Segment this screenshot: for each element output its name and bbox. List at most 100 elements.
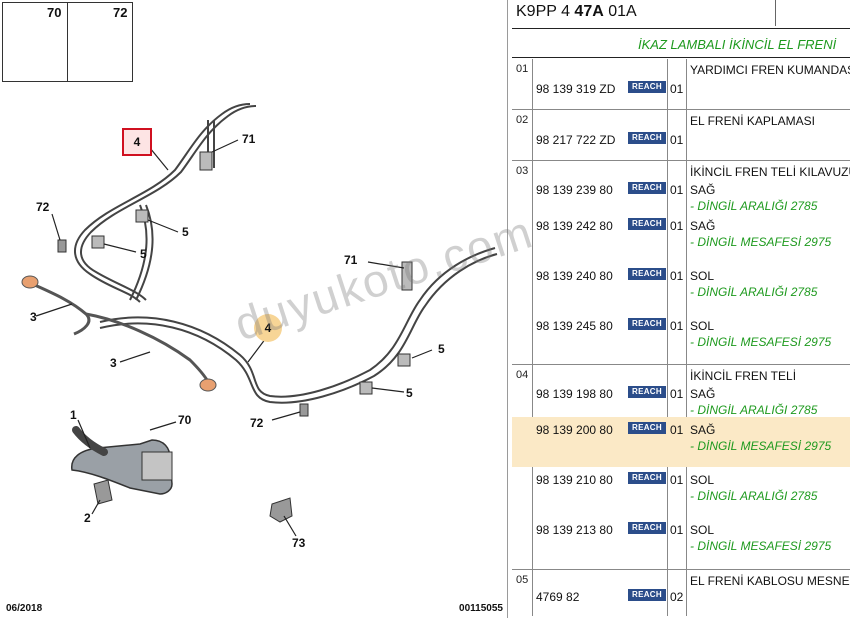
callout-72[interactable]: 72 <box>36 200 50 214</box>
lever-cover-icon[interactable] <box>93 479 113 505</box>
part-row[interactable]: 98 139 198 80 REACH 01 SAĞ - DİNGİL ARAL… <box>512 381 850 417</box>
part-row[interactable]: 98 139 240 80 REACH 01 SOL - DİNGİL ARAL… <box>512 263 850 313</box>
side: SOL <box>690 523 715 537</box>
quantity: 01 <box>670 423 684 437</box>
part-row[interactable]: 98 139 239 80 REACH 01 SAĞ - DİNGİL ARAL… <box>512 177 850 213</box>
part-number[interactable]: 98 139 198 80 <box>536 387 613 401</box>
part-group-02: 02 EL FRENİ KAPLAMASI 98 217 722 ZD REAC… <box>512 110 850 161</box>
side: SAĞ <box>690 219 716 233</box>
side: SAĞ <box>690 423 716 437</box>
part-number[interactable]: 98 139 239 80 <box>536 183 613 197</box>
callout-1[interactable]: 1 <box>70 408 77 422</box>
group-title[interactable]: EL FRENİ KAPLAMASI <box>690 114 815 128</box>
part-group-03: 03 İKİNCİL FREN TELİ KILAVUZU 98 139 239… <box>512 161 850 365</box>
part-number[interactable]: 4769 82 <box>536 590 580 604</box>
callout-5[interactable]: 5 <box>182 225 189 239</box>
part-row[interactable]: 98 217 722 ZD REACH 01 <box>512 130 850 154</box>
part-row[interactable]: 4769 82 REACH 02 <box>512 584 850 614</box>
secondary-cable-lower[interactable] <box>99 247 498 404</box>
part-row[interactable]: 98 139 319 ZD REACH 01 <box>512 79 850 103</box>
part-group-05: 05 EL FRENİ KABLOSU MESNEDİ 4769 82 REAC… <box>512 570 850 616</box>
part-number[interactable]: 98 139 210 80 <box>536 473 613 487</box>
callout-72[interactable]: 72 <box>250 416 264 430</box>
axle-note: - DİNGİL MESAFESİ 2975 <box>690 539 832 553</box>
support-icon[interactable] <box>269 497 293 523</box>
parts-table: 01 YARDIMCI FREN KUMANDASI 98 139 319 ZD… <box>512 59 850 616</box>
quantity: 01 <box>670 183 684 197</box>
part-row[interactable]: 98 139 242 80 REACH 01 SAĞ - DİNGİL MESA… <box>512 213 850 263</box>
side: SAĞ <box>690 183 716 197</box>
reach-badge: REACH <box>628 268 666 280</box>
code-suffix: 01A <box>603 3 637 20</box>
panel-title: İKAZ LAMBALI İKİNCİL EL FRENİ <box>512 28 850 58</box>
axle-note: - DİNGİL MESAFESİ 2975 <box>690 235 832 249</box>
callout-4-selected[interactable]: 4 <box>122 128 152 156</box>
part-number[interactable]: 98 139 245 80 <box>536 319 613 333</box>
part-row[interactable]: 98 139 245 80 REACH 01 SOL - DİNGİL MESA… <box>512 313 850 363</box>
callout-5[interactable]: 5 <box>438 342 445 356</box>
axle-note: - DİNGİL ARALIĞI 2785 <box>690 403 818 417</box>
quantity: 01 <box>670 219 684 233</box>
callout-71[interactable]: 71 <box>242 132 256 146</box>
part-number[interactable]: 98 139 200 80 <box>536 423 613 437</box>
group-number: 01 <box>516 63 529 75</box>
reach-badge: REACH <box>628 472 666 484</box>
part-row-highlighted[interactable]: 98 139 200 80 REACH 01 SAĞ - DİNGİL MESA… <box>512 417 850 467</box>
callout-3[interactable]: 3 <box>30 310 37 324</box>
callout-2[interactable]: 2 <box>84 511 91 525</box>
reach-badge: REACH <box>628 386 666 398</box>
part-number[interactable]: 98 139 213 80 <box>536 523 613 537</box>
side: SAĞ <box>690 387 716 401</box>
leader-lines <box>35 139 433 537</box>
clip-icon[interactable] <box>91 151 413 395</box>
secondary-cable-upper[interactable] <box>74 103 257 303</box>
quantity: 01 <box>670 473 684 487</box>
parts-list-panel: K9PP 4 47A 01A İKAZ LAMBALI İKİNCİL EL F… <box>512 0 850 618</box>
reach-badge: REACH <box>628 132 666 144</box>
reach-badge: REACH <box>628 182 666 194</box>
guide-end-icon <box>21 275 39 289</box>
callout-70[interactable]: 70 <box>178 413 192 427</box>
axle-note: - DİNGİL MESAFESİ 2975 <box>690 335 832 349</box>
thumb-label-70: 70 <box>47 5 62 20</box>
callout-5[interactable]: 5 <box>140 247 147 261</box>
reach-badge: REACH <box>628 522 666 534</box>
quantity: 01 <box>670 523 684 537</box>
thumbnail-panel: 70 72 <box>2 2 133 82</box>
group-number: 02 <box>516 114 529 126</box>
part-number[interactable]: 98 139 240 80 <box>536 269 613 283</box>
side: SOL <box>690 319 715 333</box>
part-row[interactable]: 98 139 210 80 REACH 01 SOL - DİNGİL ARAL… <box>512 467 850 517</box>
quantity: 01 <box>670 82 684 96</box>
code-prefix: K9PP 4 <box>516 3 575 20</box>
group-title[interactable]: İKİNCİL FREN TELİ KILAVUZU <box>690 165 850 179</box>
part-group-01: 01 YARDIMCI FREN KUMANDASI 98 139 319 ZD… <box>512 59 850 110</box>
part-number[interactable]: 98 139 319 ZD <box>536 82 616 96</box>
callout-71[interactable]: 71 <box>344 253 358 267</box>
group-number: 04 <box>516 369 529 381</box>
axle-note: - DİNGİL MESAFESİ 2975 <box>690 439 832 453</box>
quantity: 02 <box>670 590 684 604</box>
catalog-code: K9PP 4 47A 01A <box>512 0 776 26</box>
cable-guide[interactable] <box>27 280 212 387</box>
quantity: 01 <box>670 319 684 333</box>
callout-5[interactable]: 5 <box>406 386 413 400</box>
side: SOL <box>690 269 715 283</box>
part-row[interactable]: 98 139 213 80 REACH 01 SOL - DİNGİL MESA… <box>512 517 850 567</box>
reach-badge: REACH <box>628 318 666 330</box>
code-group: 47A <box>574 3 604 20</box>
callout-73[interactable]: 73 <box>292 536 306 550</box>
handbrake-lever-icon[interactable] <box>71 426 173 495</box>
axle-note: - DİNGİL ARALIĞI 2785 <box>690 489 818 503</box>
bolt-icon[interactable] <box>57 239 309 417</box>
group-number: 05 <box>516 574 529 586</box>
part-group-04: 04 İKİNCİL FREN TELİ 98 139 198 80 REACH… <box>512 365 850 570</box>
group-title[interactable]: YARDIMCI FREN KUMANDASI <box>690 63 850 77</box>
group-title[interactable]: EL FRENİ KABLOSU MESNEDİ <box>690 574 850 588</box>
callout-3[interactable]: 3 <box>110 356 117 370</box>
part-number[interactable]: 98 217 722 ZD <box>536 133 616 147</box>
callout-4-highlight[interactable]: 4 <box>254 314 282 342</box>
part-number[interactable]: 98 139 242 80 <box>536 219 613 233</box>
side: SOL <box>690 473 715 487</box>
group-title[interactable]: İKİNCİL FREN TELİ <box>690 369 797 383</box>
